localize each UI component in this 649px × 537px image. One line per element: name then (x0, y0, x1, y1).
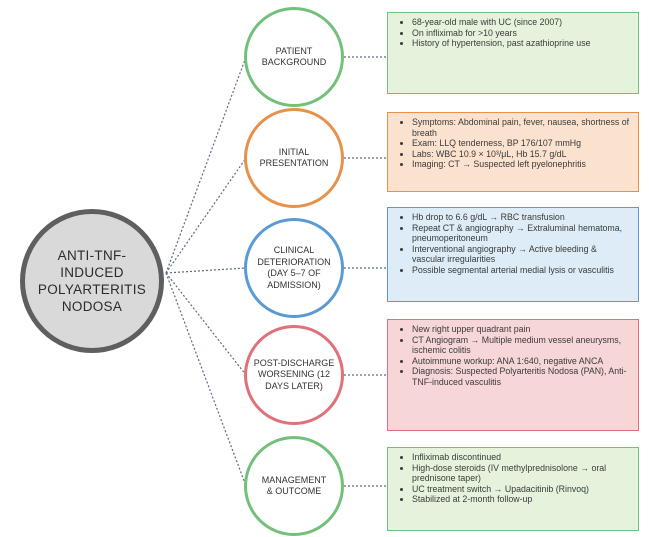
detail-item: Possible segmental arterial medial lysis… (412, 265, 632, 276)
stage-label: CLINICAL DETERIORATION (DAY 5–7 OF ADMIS… (257, 245, 331, 290)
detail-item: Symptoms: Abdominal pain, fever, nausea,… (412, 117, 632, 138)
detail-item: High-dose steroids (IV methylprednisolon… (412, 463, 632, 484)
hub-connector-line (165, 267, 247, 274)
hub-connector-line (165, 157, 247, 274)
detail-item: Stabilized at 2-month follow-up (412, 494, 632, 505)
hub-connector-line (165, 272, 247, 487)
detail-item: Autoimmune workup: ANA 1:640, negative A… (412, 356, 632, 367)
detail-item: Repeat CT & angiography → Extraluminal h… (412, 223, 632, 244)
detail-box-management-outcome: Infliximab discontinued High-dose steroi… (387, 447, 639, 531)
detail-item: New right upper quadrant pain (412, 324, 632, 335)
central-topic-node: ANTI-TNF- INDUCED POLYARTERITIS NODOSA (20, 209, 164, 353)
stage-label: INITIAL PRESENTATION (259, 146, 329, 169)
stage-label: PATIENT BACKGROUND (261, 45, 327, 68)
stage-label: POST-DISCHARGE WORSENING (12 DAYS LATER) (253, 357, 335, 391)
detail-item: Diagnosis: Suspected Polyarteritis Nodos… (412, 366, 632, 387)
detail-item: 68-year-old male with UC (since 2007) (412, 17, 632, 28)
detail-item: On infliximab for >10 years (412, 28, 632, 39)
detail-item: Imaging: CT → Suspected left pyelonephri… (412, 159, 632, 170)
detail-item: Infliximab discontinued (412, 452, 632, 463)
stage-node-post-discharge-worsening: POST-DISCHARGE WORSENING (12 DAYS LATER) (244, 325, 344, 425)
detail-box-patient-background: 68-year-old male with UC (since 2007) On… (387, 12, 639, 94)
stage-node-initial-presentation: INITIAL PRESENTATION (244, 108, 344, 208)
stage-label: MANAGEMENT & OUTCOME (261, 474, 327, 497)
stage-node-clinical-deterioration: CLINICAL DETERIORATION (DAY 5–7 OF ADMIS… (244, 218, 344, 318)
detail-item: Interventional angiography → Active blee… (412, 244, 632, 265)
detail-item: UC treatment switch → Upadacitinib (Rinv… (412, 484, 632, 495)
stage-node-patient-background: PATIENT BACKGROUND (244, 7, 344, 107)
detail-item: Hb drop to 6.6 g/dL → RBC transfusion (412, 212, 632, 223)
stage-node-management-outcome: MANAGEMENT & OUTCOME (244, 436, 344, 536)
detail-box-post-discharge-worsening: New right upper quadrant pain CT Angiogr… (387, 319, 639, 431)
hub-connector-line (165, 56, 247, 274)
hub-connector-line (165, 272, 247, 376)
detail-box-initial-presentation: Symptoms: Abdominal pain, fever, nausea,… (387, 112, 639, 192)
detail-item: Exam: LLQ tenderness, BP 176/107 mmHg (412, 138, 632, 149)
detail-item: History of hypertension, past azathiopri… (412, 38, 632, 49)
detail-item: CT Angiogram → Multiple medium vessel an… (412, 335, 632, 356)
detail-item: Labs: WBC 10.9 × 10³/μL, Hb 15.7 g/dL (412, 149, 632, 160)
detail-box-clinical-deterioration: Hb drop to 6.6 g/dL → RBC transfusion Re… (387, 207, 639, 302)
central-topic-label: ANTI-TNF- INDUCED POLYARTERITIS NODOSA (37, 248, 147, 314)
